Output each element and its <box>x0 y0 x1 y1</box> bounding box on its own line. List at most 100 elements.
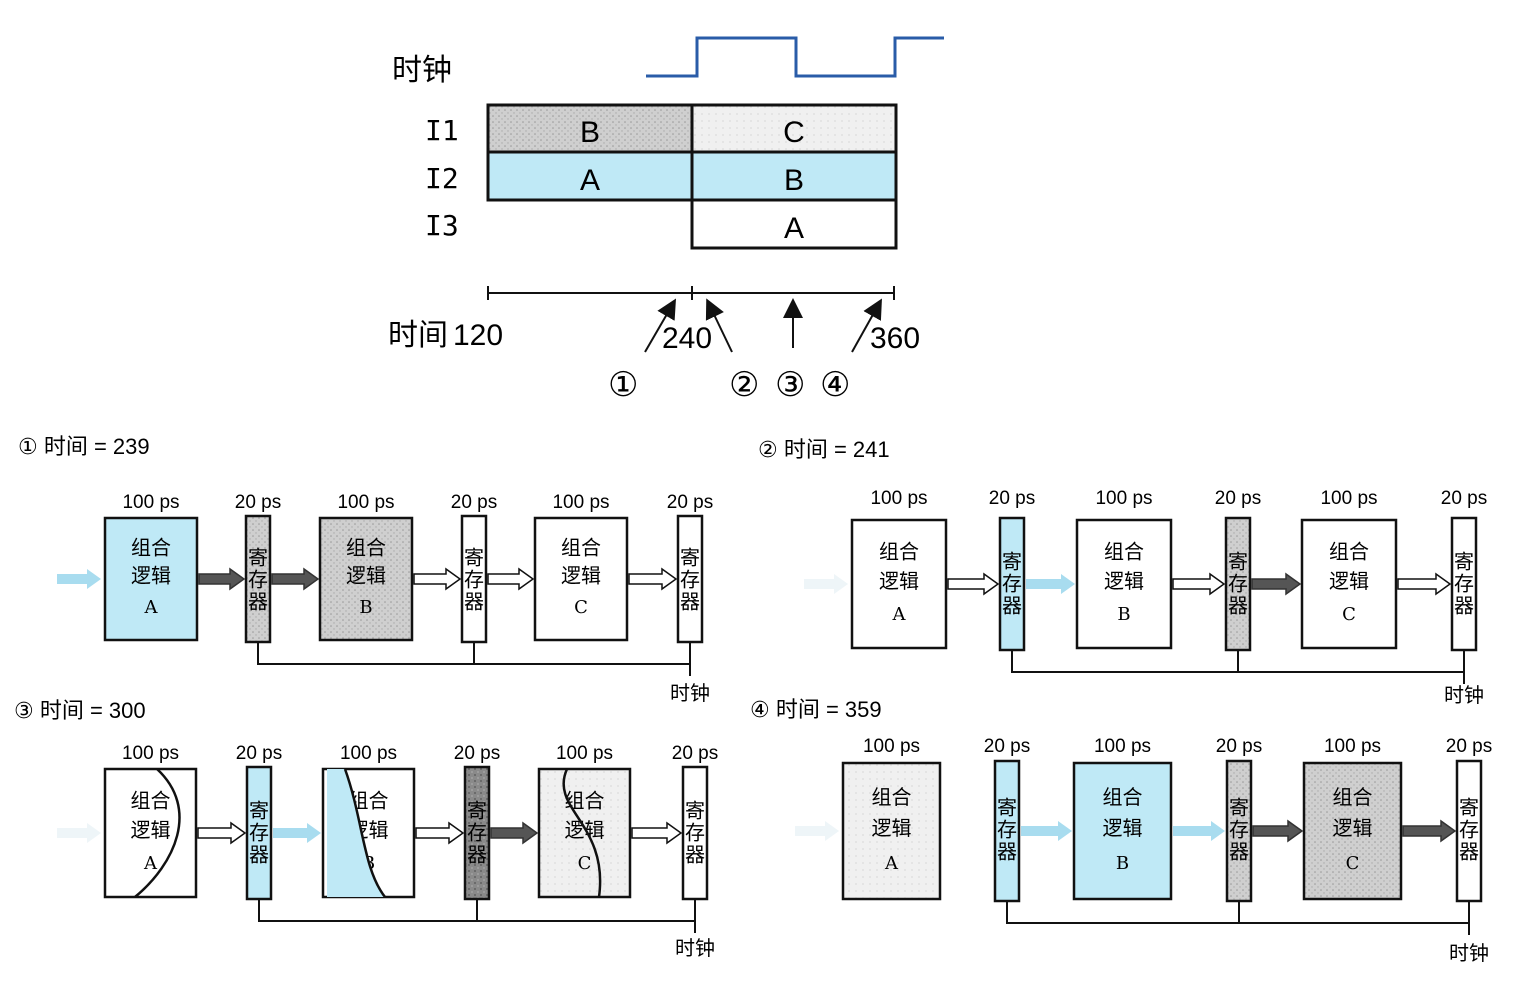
row-label-i2: I2 <box>425 162 459 195</box>
register-label-char: 器 <box>464 589 484 613</box>
stage-name-line1: 组合 <box>561 536 601 560</box>
flow-arrow <box>1173 821 1225 841</box>
propagation-fill-b <box>327 769 385 897</box>
stage-letter: A <box>144 597 159 618</box>
register-label-char: 寄 <box>1459 796 1479 820</box>
flow-arrow <box>1397 572 1452 596</box>
flow-arrow <box>271 567 320 591</box>
register-label-char: 存 <box>1454 572 1474 596</box>
timing-section: 时钟 I1 I2 I3 B C A B A 时间 120 240 360 <box>388 36 944 404</box>
stage-name-line2: 逻辑 <box>131 818 171 842</box>
propagation-curve-a <box>134 768 181 898</box>
flow-arrow <box>1172 572 1226 596</box>
stage-name-line1: 组合 <box>1104 539 1144 563</box>
register-label-char: 器 <box>248 589 268 613</box>
logic-stage-c <box>1302 761 1403 901</box>
clock-label: 时钟 <box>1444 683 1484 707</box>
register-label-char: 存 <box>1228 572 1248 596</box>
register-label-char: 器 <box>1002 594 1022 618</box>
logic-stage-a <box>103 767 198 899</box>
stage-name-line2: 逻辑 <box>1329 569 1369 593</box>
panel-title: ④ 时间 = 359 <box>750 697 882 722</box>
stage-delay: 100 ps <box>1324 736 1381 757</box>
register-label-char: 寄 <box>997 796 1017 820</box>
stage-delay: 100 ps <box>1094 736 1151 757</box>
logic-stage-a <box>841 761 942 901</box>
panel-title: ② 时间 = 241 <box>758 437 890 462</box>
i1-segment-c-label: C <box>783 116 805 149</box>
register-label-char: 存 <box>467 821 487 845</box>
stage-letter: B <box>359 597 372 618</box>
register-label-char: 存 <box>997 818 1017 842</box>
stage-name-line1: 组合 <box>131 788 171 812</box>
stage-delay: 100 ps <box>863 736 920 757</box>
flow-arrow <box>413 567 462 591</box>
i3-segment-a-label: A <box>784 212 804 245</box>
pipeline-register-2 <box>1224 516 1252 652</box>
register-delay: 20 ps <box>236 743 282 764</box>
row-label-i1: I1 <box>425 114 459 147</box>
flow-arrow <box>273 823 321 843</box>
time-tick-360: 360 <box>870 322 920 355</box>
stage-letter: B <box>1117 604 1130 625</box>
logic-stage-a <box>103 516 199 642</box>
stage-name-line2: 逻辑 <box>346 564 386 588</box>
flow-arrow <box>1021 821 1072 841</box>
i3-segment-a <box>690 198 898 250</box>
flow-arrow <box>57 569 101 589</box>
i2-segment-b <box>690 150 898 202</box>
register-delay: 20 ps <box>667 492 713 513</box>
flow-arrow <box>197 821 247 845</box>
logic-stage-a <box>850 518 948 650</box>
register-label-char: 寄 <box>467 799 487 823</box>
register-label-char: 寄 <box>1454 550 1474 574</box>
register-label-char: 器 <box>1454 594 1474 618</box>
stage-name-line1: 组合 <box>1329 539 1369 563</box>
flow-arrow <box>804 574 848 594</box>
pipeline-register-3 <box>1455 759 1483 903</box>
stage-delay: 100 ps <box>1095 488 1152 509</box>
i1-segment-b-label: B <box>580 116 600 149</box>
register-delay: 20 ps <box>235 492 281 513</box>
stage-name-line1: 组合 <box>565 788 605 812</box>
i2-segment-a <box>486 150 694 202</box>
stage-delay: 100 ps <box>122 492 179 513</box>
stage-name-line2: 逻辑 <box>1103 816 1143 840</box>
register-label-char: 寄 <box>248 545 268 569</box>
flow-arrow <box>1251 572 1302 596</box>
marker-arrow-2 <box>705 298 733 353</box>
stage-letter: C <box>1342 604 1356 625</box>
marker-4: ④ <box>820 366 850 404</box>
stage-name-line2: 逻辑 <box>131 564 171 588</box>
register-label-char: 存 <box>464 567 484 591</box>
row-label-i3: I3 <box>425 209 459 242</box>
stage-letter: B <box>1116 853 1129 874</box>
flow-arrow <box>1402 819 1457 843</box>
register-label-char: 器 <box>1229 840 1249 864</box>
stage-letter: C <box>578 853 592 874</box>
flow-arrow <box>415 821 465 845</box>
marker-1: ① <box>608 366 638 404</box>
logic-stage-c <box>537 767 632 899</box>
stage-letter: A <box>143 853 158 874</box>
logic-stage-c <box>533 516 629 642</box>
stage-name-line1: 组合 <box>346 536 386 560</box>
flow-arrow <box>631 821 683 845</box>
register-label-char: 存 <box>680 567 700 591</box>
stage-name-line1: 组合 <box>879 539 919 563</box>
stage-delay: 100 ps <box>337 492 394 513</box>
stage-name-line2: 逻辑 <box>1104 569 1144 593</box>
register-label-char: 寄 <box>249 799 269 823</box>
clock-line <box>257 642 690 665</box>
register-label-char: 存 <box>1002 572 1022 596</box>
flow-arrow <box>1026 574 1075 594</box>
stage-name-line2: 逻辑 <box>879 569 919 593</box>
register-label-char: 器 <box>467 843 487 867</box>
clock-label: 时钟 <box>675 936 715 960</box>
pipeline-register-3 <box>1450 516 1478 652</box>
logic-stage-c <box>1300 518 1398 650</box>
